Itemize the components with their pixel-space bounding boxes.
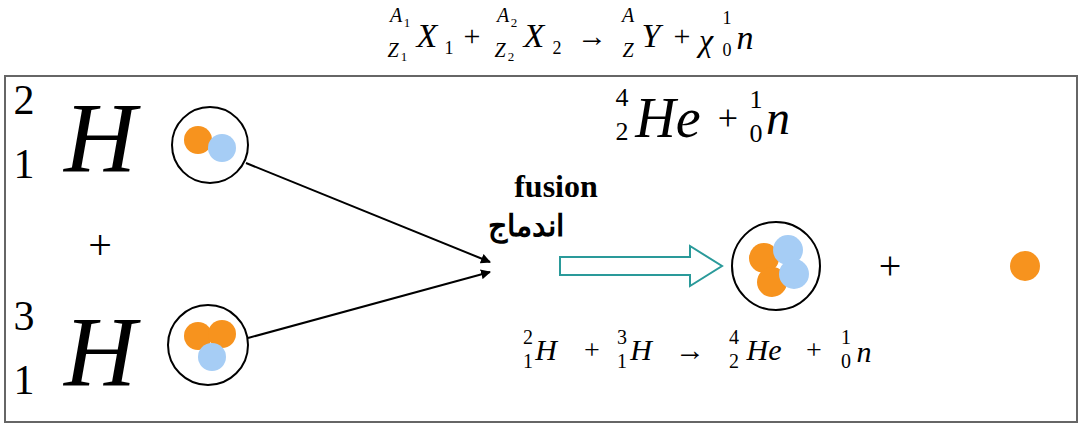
frame [5, 76, 1077, 422]
mass-number: 1 [750, 87, 763, 113]
hollow-arrow [560, 246, 722, 286]
symbol: X [524, 19, 545, 53]
symbol: He [635, 90, 700, 146]
atomic-number: 1 [14, 359, 35, 401]
helium-nucleus [732, 222, 820, 310]
symbol: n [857, 337, 872, 367]
atomic-number: 2 [729, 351, 739, 371]
symbol: He [747, 335, 782, 365]
atomic-number: Z [622, 40, 633, 60]
index: 1 [401, 50, 408, 63]
index: 2 [508, 50, 515, 63]
process-label: اندماج [488, 211, 564, 241]
symbol: n [737, 21, 754, 55]
atomic-number: 1 [523, 351, 533, 371]
operator: + [879, 246, 902, 286]
process-label: fusion [514, 170, 598, 202]
atomic-number: 0 [841, 351, 851, 371]
operator: + [88, 224, 112, 266]
index: 1 [445, 39, 454, 57]
mass-number: 4 [729, 327, 739, 347]
atomic-number: 0 [723, 41, 732, 59]
reaction-arrow [246, 163, 490, 262]
index: 2 [511, 16, 518, 29]
atomic-number: 1 [617, 351, 627, 371]
operator: + [464, 21, 481, 51]
deuterium-nucleus [172, 107, 248, 183]
mass-number: A [497, 5, 509, 25]
operator: + [718, 100, 738, 136]
neutron [1010, 251, 1040, 281]
symbol: X [417, 19, 438, 53]
symbol: H [630, 335, 652, 365]
operator: + [584, 336, 600, 364]
mass-number: 1 [723, 9, 732, 27]
atomic-number: 1 [14, 143, 35, 185]
tritium-nucleus [168, 305, 248, 385]
operator: + [674, 21, 691, 51]
mass-number: 3 [617, 327, 627, 347]
mass-number: 2 [14, 79, 35, 121]
atomic-number: Z [494, 40, 505, 60]
symbol: Y [642, 19, 661, 53]
mass-number: A [622, 5, 634, 25]
operator: + [806, 336, 822, 364]
reaction-arrow [248, 272, 490, 338]
index: 2 [553, 39, 562, 57]
mass-number: 4 [616, 85, 629, 111]
atomic-number: 2 [616, 119, 629, 145]
mass-number: 2 [523, 327, 533, 347]
index: 1 [404, 16, 411, 29]
operator: → [675, 335, 705, 365]
symbol: H [535, 335, 557, 365]
symbol: H [64, 88, 136, 188]
symbol: n [766, 94, 790, 142]
mass-number: 1 [841, 327, 851, 347]
mass-number: 3 [14, 295, 35, 337]
atomic-number: 0 [750, 121, 763, 147]
atomic-number: Z [387, 40, 398, 60]
symbol: H [64, 302, 136, 402]
operator: → [577, 21, 607, 51]
mass-number: A [390, 5, 402, 25]
coefficient: χ [699, 24, 713, 56]
